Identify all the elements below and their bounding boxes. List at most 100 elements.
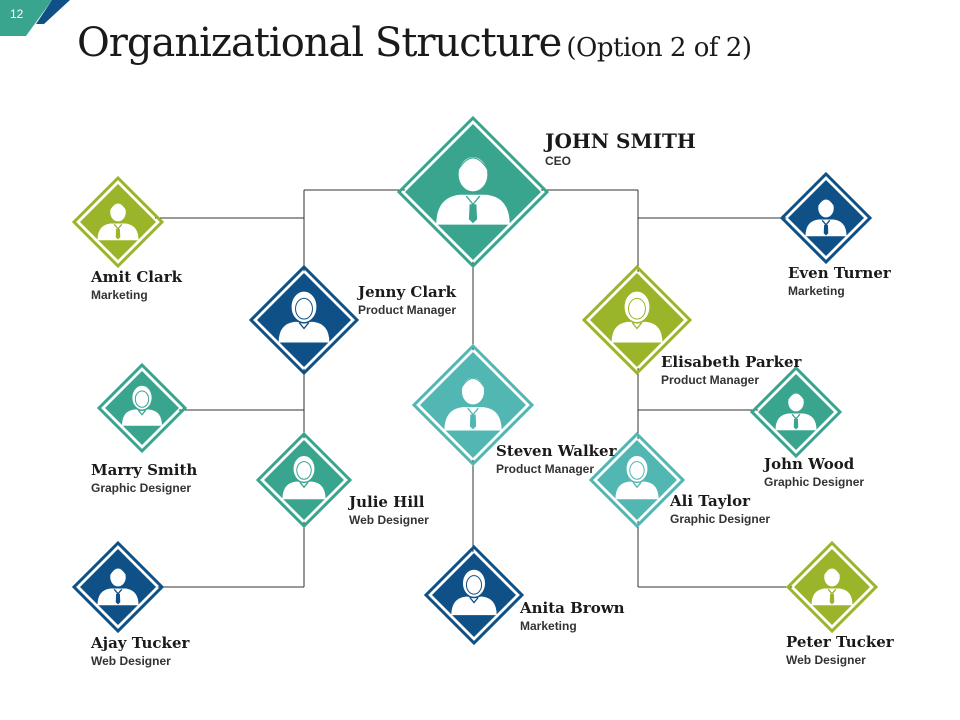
avatar-collar [298,322,310,330]
label-elisabeth-parker: Elisabeth Parker Product Manager [661,353,801,388]
label-anita-brown: Anita Brown Marketing [520,599,625,634]
avatar-tie [115,228,121,240]
avatar-tie [823,224,829,236]
person-name: Ali Taylor [670,492,751,510]
avatar-collar [632,481,642,489]
label-jenny-clark: Jenny Clark Product Manager [358,283,456,318]
person-role: Product Manager [661,373,760,387]
avatar-tie [115,593,121,605]
diamond-notch [89,554,97,562]
avatar-hair [457,157,489,171]
diamond-frame [255,431,353,529]
avatar-collar [631,322,643,330]
person-role: Marketing [520,619,577,633]
female-avatar-icon [451,568,497,616]
person-node-ajay-tucker [71,540,165,634]
diamond-notch [422,137,430,145]
person-node-anita-brown [423,544,525,646]
avatar-body [122,409,162,426]
person-name: JOHN SMITH [545,129,696,153]
diamond-frame [71,175,165,269]
diamond-notch [606,445,614,453]
diamond-frame [71,540,165,634]
male-avatar-icon [444,376,502,431]
avatar-hair [109,567,127,576]
label-peter-tucker: Peter Tucker Web Designer [786,633,894,668]
label-julie-hill: Julie Hill Web Designer [349,493,429,528]
person-node-peter-tucker [785,540,879,634]
male-avatar-icon [97,201,139,241]
avatar-body [282,481,326,500]
avatar-hair [817,198,835,207]
diamond-frame [588,431,686,529]
female-avatar-icon [282,454,326,500]
diamond-notch [803,554,811,562]
person-name: Even Turner [788,264,891,282]
avatar-body [615,481,659,500]
female-avatar-icon [615,454,659,500]
slide-corner-accent [0,0,70,36]
diamond-notch [442,559,450,567]
diamond-frame [96,362,188,454]
person-name: Elisabeth Parker [661,353,802,371]
avatar-body [611,321,663,343]
male-avatar-icon [805,197,847,237]
person-node-marry-smith [96,362,188,454]
person-node-steven-walker [411,343,535,467]
person-role: Product Manager [496,462,595,476]
person-node-john-wood [749,365,843,459]
label-marry-smith: Marry Smith Graphic Designer [91,461,197,496]
avatar-collar [469,597,479,604]
person-role: Graphic Designer [670,512,771,526]
person-role: Web Designer [349,513,429,527]
avatar-body [278,321,330,343]
person-role: CEO [545,154,572,168]
avatar-collar [299,481,309,489]
avatar-tie [829,593,835,605]
slide-number: 12 [10,7,24,21]
label-ceo: JOHN SMITH CEO [545,129,696,169]
avatar-tie [468,204,478,224]
diamond-notch [797,185,805,193]
person-name: Amit Clark [91,268,183,286]
male-avatar-icon [97,566,139,606]
label-ajay-tucker: Ajay Tucker Web Designer [91,634,189,669]
person-name: Marry Smith [91,461,198,479]
person-name: Anita Brown [520,599,625,617]
label-amit-clark: Amit Clark Marketing [91,268,182,303]
avatar-face [628,297,646,320]
person-role: Web Designer [91,654,171,668]
female-avatar-icon [122,384,162,426]
diamond-frame [785,540,879,634]
person-node-ali-taylor [588,431,686,529]
diamond-notch [89,189,97,197]
avatar-face [134,390,150,408]
person-role: Graphic Designer [91,481,192,495]
person-role: Product Manager [358,303,457,317]
avatar-tie [793,418,799,430]
diamond-frame [411,343,535,467]
person-name: Jenny Clark [358,283,457,301]
diamond-notch [113,375,121,383]
person-node-julie-hill [255,431,353,529]
male-avatar-icon [436,156,510,225]
diamond-notch [433,361,441,369]
label-ali-taylor: Ali Taylor Graphic Designer [670,492,770,527]
person-role: Marketing [91,288,148,302]
male-avatar-icon [775,391,817,431]
avatar-hair [109,202,127,211]
person-node-jenny-clark [248,264,360,376]
diamond-frame [581,264,693,376]
avatar-collar [137,409,147,416]
avatar-face [465,575,483,595]
avatar-face [295,297,313,320]
avatar-face [296,461,312,480]
person-node-elisabeth-parker [581,264,693,376]
avatar-tie [469,414,477,430]
avatar-face [629,461,645,480]
label-steven-walker: Steven Walker Product Manager [496,442,617,477]
diamond-frame [248,264,360,376]
person-role: Marketing [788,284,845,298]
avatar-body [451,596,497,616]
